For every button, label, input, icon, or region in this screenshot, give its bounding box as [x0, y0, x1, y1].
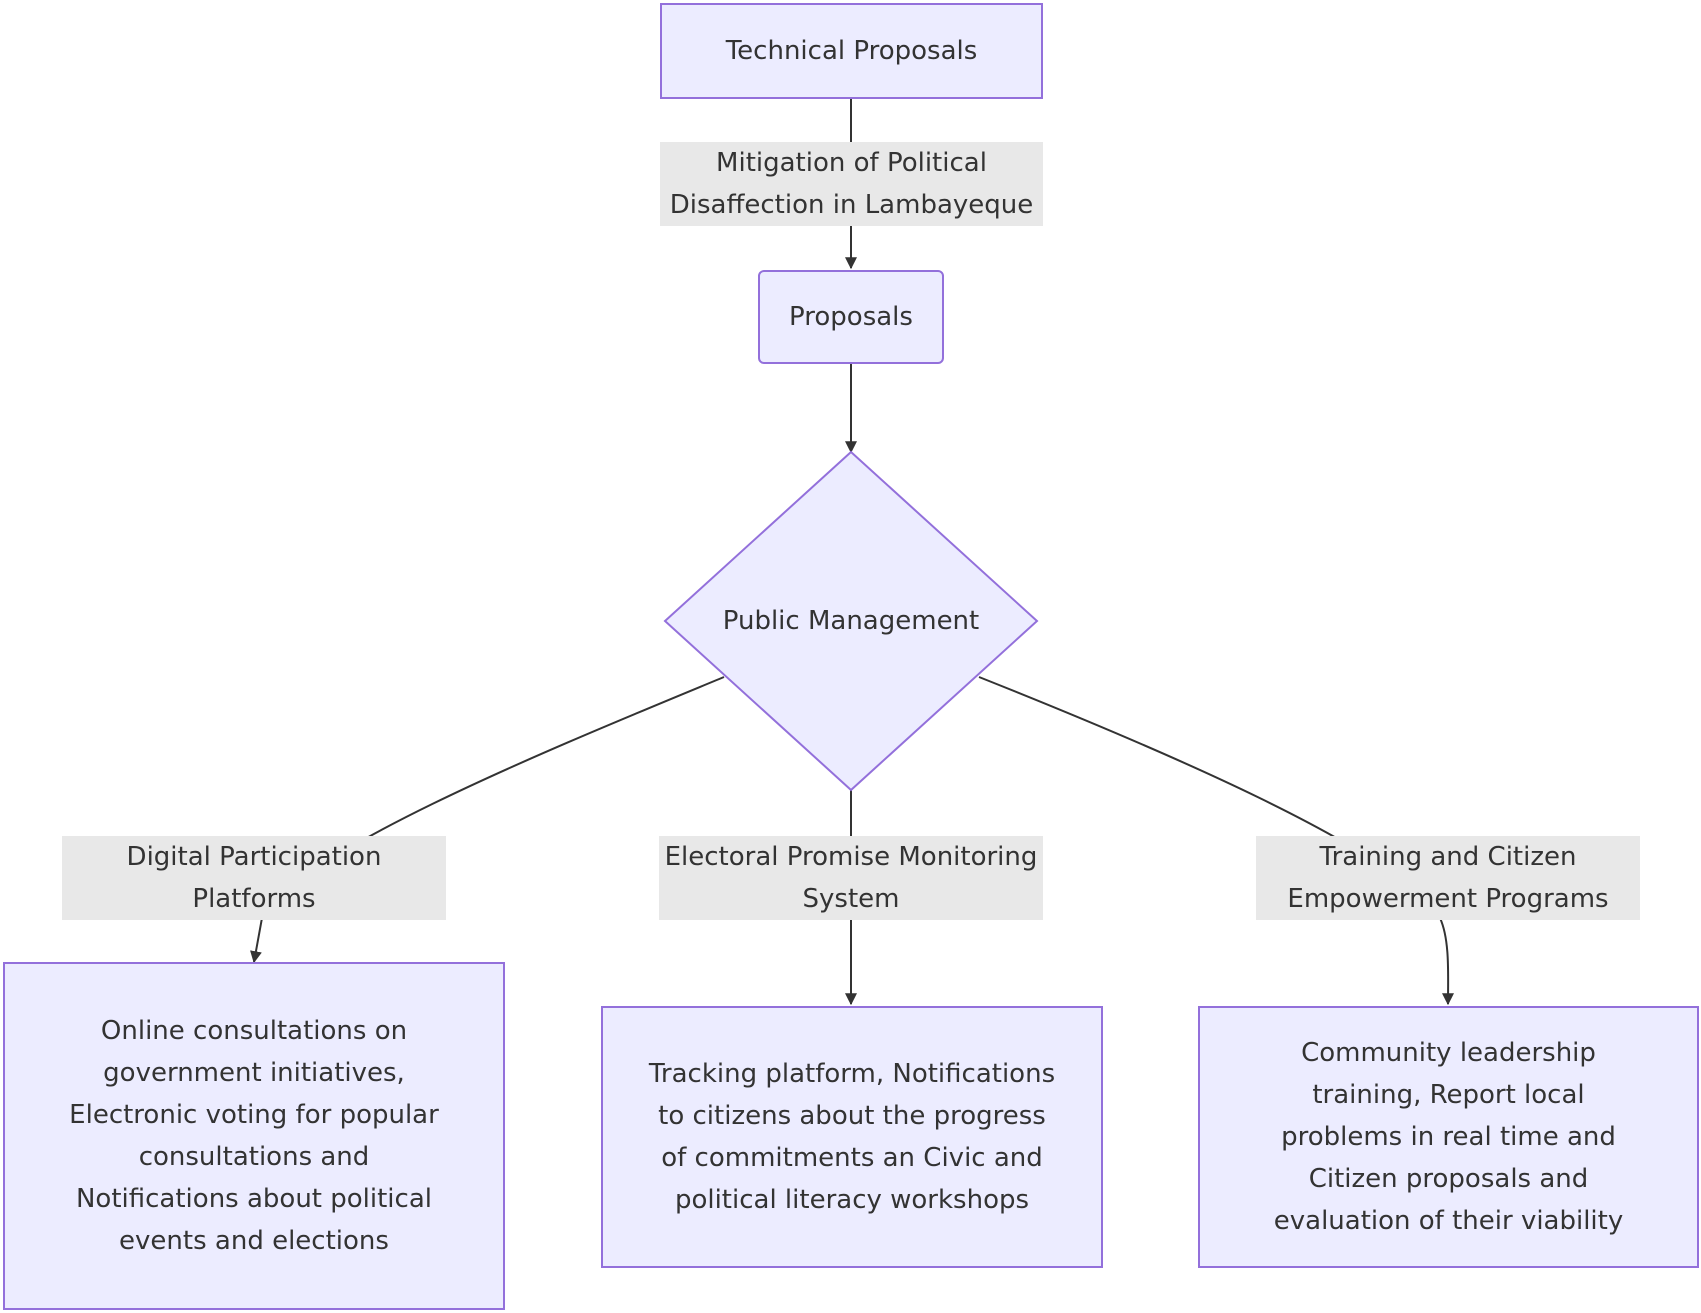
electoral-label-text: Electoral Promise Monitoring System	[664, 842, 1038, 914]
training-result-text: Community leadership training, Report lo…	[1273, 1038, 1624, 1236]
node-electoral-result: Tracking platform, Notifications to citi…	[601, 1006, 1103, 1268]
training-label-text: Training and Citizen Empowerment Program…	[1287, 842, 1609, 914]
electoral-result-text: Tracking platform, Notifications to citi…	[648, 1059, 1056, 1215]
edge-label-electoral: Electoral Promise Monitoring System	[659, 836, 1043, 920]
public-management-text: Public Management	[722, 606, 980, 636]
proposals-text: Proposals	[789, 302, 913, 332]
node-digital-result: Online consultations on government initi…	[3, 962, 505, 1310]
edge-label-digital: Digital Participation Platforms	[62, 836, 446, 920]
node-technical-proposals: Technical Proposals	[660, 3, 1043, 99]
digital-label-text: Digital Participation Platforms	[126, 842, 382, 914]
edge-label-training: Training and Citizen Empowerment Program…	[1256, 836, 1640, 920]
node-proposals: Proposals	[758, 270, 944, 364]
public-management-diamond	[663, 450, 1039, 792]
mitigation-label-text: Mitigation of Political Disaffection in …	[669, 148, 1034, 220]
technical-proposals-text: Technical Proposals	[725, 36, 978, 66]
edge-label-mitigation: Mitigation of Political Disaffection in …	[660, 142, 1043, 226]
node-training-result: Community leadership training, Report lo…	[1198, 1006, 1699, 1268]
digital-result-text: Online consultations on government initi…	[69, 1016, 439, 1256]
